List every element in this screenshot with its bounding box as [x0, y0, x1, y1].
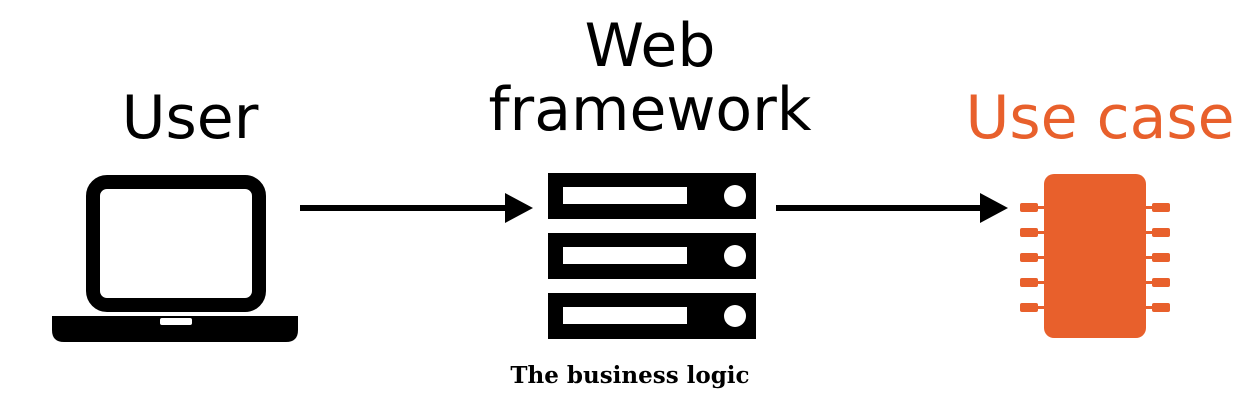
- use-case-label: Use case: [965, 83, 1235, 153]
- server-icon: [548, 173, 756, 339]
- arrow-user-to-framework: [300, 193, 533, 223]
- laptop-icon: [52, 175, 298, 342]
- chip-icon: [1020, 174, 1170, 338]
- web-framework-label-line2: framework: [488, 75, 812, 145]
- caption: The business logic: [510, 362, 750, 389]
- web-framework-label: Web framework: [470, 14, 830, 142]
- web-framework-label-line1: Web: [584, 11, 716, 81]
- user-label: User: [121, 83, 259, 153]
- arrow-framework-to-usecase: [776, 193, 1008, 223]
